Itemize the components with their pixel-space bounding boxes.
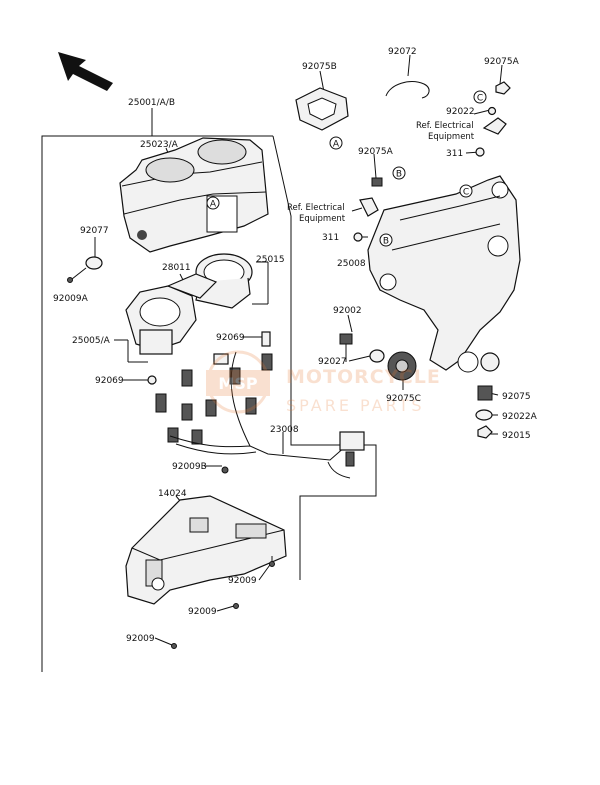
- label-92022A: 92022A: [502, 412, 538, 422]
- label-92027: 92027: [318, 357, 347, 367]
- marker-A-grommet: A: [329, 136, 343, 150]
- part-labels: 25001/A/B 25023/A 92077 92009A 28011 250…: [53, 47, 538, 644]
- watermark-line2: SPARE PARTS: [286, 396, 425, 415]
- label-92075C: 92075C: [386, 394, 421, 404]
- damper-92077: [67, 256, 103, 283]
- label-25023: 25023/A: [140, 140, 179, 150]
- meter-bracket-25008: [367, 175, 521, 373]
- reference-notes: Ref. Electrical Equipment Ref. Electrica…: [287, 121, 475, 224]
- marker-C-top-text: C: [477, 94, 483, 104]
- grommet-92075B: [295, 87, 349, 131]
- marker-C-top: C: [473, 90, 487, 104]
- marker-C-bracket-text: C: [463, 188, 469, 198]
- label-311-mid: 311: [322, 233, 339, 243]
- bolt-92002: [339, 333, 353, 362]
- meter-cover-lower: [125, 495, 287, 649]
- leader-lines: [94, 54, 503, 646]
- label-92075B: 92075B: [302, 62, 337, 72]
- label-92075A-mid: 92075A: [358, 147, 394, 157]
- front-direction-arrow-icon: [58, 52, 113, 91]
- nut-92015: [477, 425, 493, 439]
- watermark-line1: MOTORCYCLE: [286, 366, 441, 388]
- indicator-panel-28011: [166, 273, 218, 299]
- marker-B-top: B: [392, 166, 406, 180]
- label-92009-left: 92009: [126, 634, 155, 644]
- label-14024: 14024: [158, 489, 187, 499]
- label-25008: 25008: [337, 259, 366, 269]
- watermark: MSP MOTORCYCLE SPARE PARTS: [206, 350, 441, 415]
- marker-B-bracket: B: [379, 233, 393, 247]
- label-92009A: 92009A: [53, 294, 89, 304]
- label-23008: 23008: [270, 425, 299, 435]
- fasteners-upper-right: [353, 81, 511, 242]
- grommet-92075: [477, 385, 493, 401]
- label-92069-lower: 92069: [95, 376, 124, 386]
- label-25005: 25005/A: [72, 336, 111, 346]
- label-92069-upper: 92069: [216, 333, 245, 343]
- collar-92027: [369, 349, 385, 363]
- marker-A-grommet-text: A: [333, 140, 340, 150]
- ref-electrical-mid-line2: Equipment: [299, 214, 346, 224]
- washer-92022A: [475, 409, 493, 421]
- label-25015: 25015: [256, 255, 285, 265]
- label-92075: 92075: [502, 392, 531, 402]
- marker-A-cover-text: A: [210, 200, 217, 210]
- marker-A-cover: A: [206, 196, 220, 210]
- assembly-outline-right: [272, 135, 377, 580]
- assembly-outline: [41, 135, 273, 672]
- wire-harness-23008: [169, 351, 365, 479]
- ref-electrical-top-line1: Ref. Electrical: [416, 121, 474, 131]
- label-92072: 92072: [388, 47, 417, 57]
- label-92002: 92002: [333, 306, 362, 316]
- bulb-sockets: [147, 331, 273, 445]
- ref-electrical-mid-line1: Ref. Electrical: [287, 203, 345, 213]
- label-92077: 92077: [80, 226, 109, 236]
- label-92022: 92022: [446, 107, 475, 117]
- ref-electrical-top-line2: Equipment: [428, 132, 475, 142]
- clip-92072: [385, 81, 430, 99]
- label-92075A-top: 92075A: [484, 57, 520, 67]
- marker-B-bracket-text: B: [383, 237, 389, 247]
- speedometer-unit: [125, 285, 197, 355]
- grommet-92075C: [387, 351, 417, 381]
- marker-B-top-text: B: [396, 170, 402, 180]
- meter-case-upper: [119, 137, 269, 253]
- label-92009B: 92009B: [172, 462, 207, 472]
- label-25001: 25001/A/B: [128, 98, 175, 108]
- label-92009-right: 92009: [228, 576, 257, 586]
- label-92009-middle: 92009: [188, 607, 217, 617]
- watermark-badge: MSP: [218, 374, 257, 393]
- label-92015: 92015: [502, 431, 531, 441]
- label-311-top: 311: [446, 149, 463, 159]
- label-28011: 28011: [162, 263, 191, 273]
- marker-C-bracket: C: [459, 184, 473, 198]
